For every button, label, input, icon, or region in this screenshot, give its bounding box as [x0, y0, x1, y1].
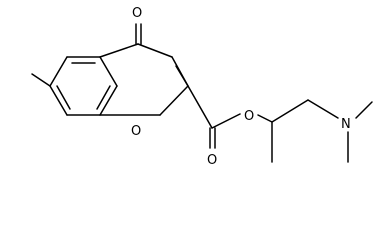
bond-chain [211, 113, 241, 129]
ketone-oxygen-label: O [132, 6, 142, 21]
bond-chain [271, 99, 309, 123]
bond-ring [99, 43, 139, 58]
bond-double-inner [56, 85, 71, 110]
structure-diagram: O O O O N [31, 6, 373, 168]
bond-double-inner [175, 65, 189, 87]
bond-chain [307, 99, 339, 119]
bond-aromatic [99, 56, 118, 87]
bond-aromatic [49, 85, 68, 116]
bond-methyl [31, 73, 51, 87]
amine-nitrogen-label: N [341, 117, 351, 132]
ring-oxygen-label: O [131, 124, 141, 139]
bond-aromatic [49, 56, 68, 87]
bond-n-methyl [355, 101, 373, 119]
bond-chain [257, 114, 273, 123]
bond-ring [137, 43, 173, 58]
bond-aromatic [99, 85, 118, 116]
carbonyl-oxygen-label: O [207, 153, 217, 168]
bond-double-inner [96, 85, 111, 110]
bond-chain [187, 85, 213, 129]
bond-ring [159, 85, 189, 116]
ester-oxygen-label: O [244, 109, 254, 124]
